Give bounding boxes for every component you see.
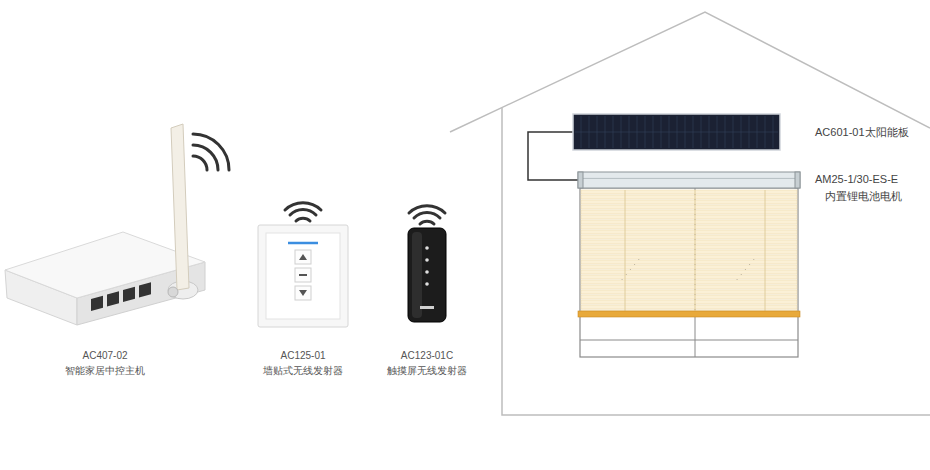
remote-key [425, 282, 429, 286]
switch-plate [258, 225, 348, 327]
status-light [288, 242, 318, 245]
stop-symbol [299, 274, 307, 276]
wifi-arc [290, 209, 316, 215]
window-mullion [695, 188, 696, 357]
model-label: AC125-01 [280, 350, 325, 362]
up-symbol [299, 254, 307, 260]
motor-rail-edge [578, 178, 800, 179]
motor-endcap [795, 172, 800, 188]
device-label: 智能家居中控主机 [65, 365, 145, 377]
switch-button [295, 268, 311, 282]
wifi-symbols [193, 134, 445, 224]
bottom-rail [578, 311, 800, 317]
router-port [91, 296, 103, 311]
model-label: AC123-01C [401, 350, 453, 362]
model-label: AC601-01太阳能板 [815, 125, 909, 139]
remote-key [425, 258, 429, 262]
wall-line [502, 108, 930, 415]
hub-router-shape [5, 120, 210, 330]
wifi-arc [409, 206, 445, 213]
motor-rail-shape [578, 172, 800, 188]
motor-rail: AM25-1/30-ES-E内置锂电池电机 [578, 172, 800, 188]
blind-cord [765, 190, 766, 311]
wire [528, 132, 578, 180]
motor-endcap [578, 172, 583, 188]
wifi-arc [193, 145, 218, 170]
motor-rail [578, 172, 800, 188]
model-label: AC407-02 [82, 350, 127, 362]
hub-router: AC407-02智能家居中控主机 [5, 120, 210, 330]
wall-switch-shape [258, 225, 348, 327]
wall-switch: AC125-01墙贴式无线发射器 [258, 225, 348, 327]
down-symbol [299, 290, 307, 296]
blind-cord [625, 190, 626, 311]
window-sill [580, 340, 798, 341]
switch-panel [266, 233, 340, 319]
switch-button [295, 250, 311, 264]
wifi-arc [285, 203, 321, 210]
switch-button [295, 286, 311, 300]
remote-logo [420, 306, 434, 309]
remote-body [408, 228, 446, 322]
remote-control: AC123-01C触摸屏无线发射器 [408, 228, 446, 322]
wifi-arc [193, 156, 207, 170]
solar-panel: AC601-01太阳能板 [573, 114, 780, 150]
router-port [139, 282, 151, 297]
blind-slats [581, 190, 797, 314]
remote-sheen [412, 232, 422, 318]
solar-panel-shape [573, 114, 780, 150]
remote-key [425, 246, 429, 250]
router-port [107, 291, 119, 306]
antenna-knob [168, 287, 178, 297]
wifi-arc [193, 134, 229, 170]
router-port [123, 287, 135, 302]
antenna [171, 124, 189, 290]
house-outline [450, 12, 930, 415]
solar-cell-line [575, 132, 778, 133]
device-label: 触摸屏无线发射器 [387, 365, 467, 377]
model-label: AM25-1/30-ES-E [815, 172, 898, 186]
blind-cord [695, 190, 696, 311]
solar-frame [573, 114, 780, 150]
window-frame [580, 188, 798, 357]
wifi-arc [414, 212, 440, 218]
device-label: 墙贴式无线发射器 [263, 365, 343, 377]
wifi-arc [420, 221, 434, 224]
window [580, 188, 798, 357]
remote-control-shape [408, 228, 446, 322]
device-label: 内置锂电池电机 [825, 189, 902, 203]
wifi-arc [296, 218, 310, 221]
remote-key [425, 270, 429, 274]
